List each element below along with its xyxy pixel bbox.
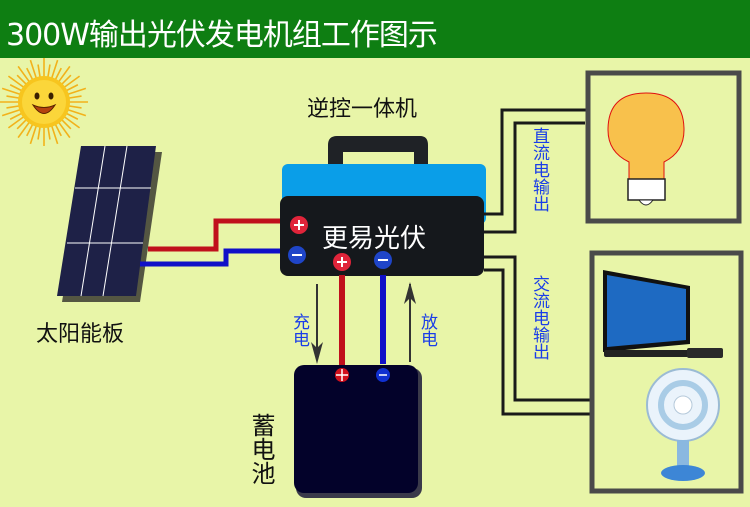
inverter-icon	[280, 136, 486, 276]
charge-label: 充电	[289, 313, 309, 347]
sun-ray	[62, 75, 81, 89]
ac-output-wires	[484, 255, 590, 416]
battery-positive-terminal	[335, 368, 349, 382]
fan-icon	[646, 368, 720, 481]
sun-ray	[7, 75, 26, 89]
sun-ray	[9, 112, 23, 120]
discharge-label: 放电	[417, 313, 437, 347]
panel-positive-wire	[148, 218, 290, 252]
sun-ray	[46, 125, 51, 140]
sun-ray	[17, 120, 31, 139]
sun-ray	[65, 84, 79, 92]
charge-arrow-icon	[311, 284, 323, 364]
tv-icon	[603, 270, 723, 358]
discharge-arrow-icon	[404, 282, 416, 362]
dc-output-label: 直流电输出	[529, 127, 549, 212]
ac-output-label: 交流电输出	[529, 275, 549, 360]
sun-ray	[46, 64, 51, 79]
sun-ray	[1, 87, 22, 96]
sun-ray	[66, 108, 87, 117]
sun-ray	[29, 59, 38, 80]
header-bar: 300W输出光伏发电机组工作图示	[0, 0, 750, 58]
sun-ray	[60, 118, 72, 130]
sun-ray	[26, 67, 34, 81]
inverter-negative-out-terminal	[374, 251, 392, 269]
sun-ray	[67, 104, 82, 109]
sun-icon	[0, 58, 88, 146]
sun-ray	[57, 120, 71, 139]
ac-load-box	[589, 250, 744, 494]
battery-icon	[294, 365, 422, 498]
sun-ray	[6, 95, 21, 100]
sun-ray	[50, 59, 59, 80]
battery-caption: 蓄电池	[247, 413, 275, 485]
inverter-caption: 逆控一体机	[307, 97, 418, 122]
sun-ray	[54, 67, 62, 81]
sun-ray	[26, 123, 34, 137]
sun-ray	[67, 95, 82, 100]
sun-ray	[9, 84, 23, 92]
dc-load-box	[585, 70, 742, 224]
sun-ray	[37, 125, 42, 140]
sun-ray	[57, 65, 71, 84]
sun-ray	[62, 115, 81, 129]
sun-ray	[16, 74, 28, 86]
sun-ray	[1, 108, 22, 117]
sun-ray	[7, 115, 26, 129]
sun-ray	[37, 64, 42, 79]
sun-ray	[16, 118, 28, 130]
page-title: 300W输出光伏发电机组工作图示	[6, 18, 438, 53]
battery-negative-terminal	[376, 368, 390, 382]
sun-ray	[65, 112, 79, 120]
sun-ray	[50, 124, 59, 145]
solar-panel-icon	[57, 145, 162, 302]
inverter-negative-in-terminal	[288, 246, 306, 264]
sun-ray	[6, 104, 21, 109]
sun-ray	[54, 123, 62, 137]
solar-panel-caption: 太阳能板	[36, 322, 125, 347]
panel-negative-wire	[140, 248, 290, 267]
sun-ray	[29, 124, 38, 145]
inverter-positive-in-terminal	[290, 216, 308, 234]
sun-ray	[17, 65, 31, 84]
sun-ray	[60, 74, 72, 86]
light-bulb-icon	[607, 92, 685, 206]
dc-output-wires	[484, 108, 588, 234]
inverter-positive-out-terminal	[333, 253, 351, 271]
sun-ray	[66, 87, 87, 96]
inverter-brand-label: 更易光伏	[322, 224, 427, 254]
